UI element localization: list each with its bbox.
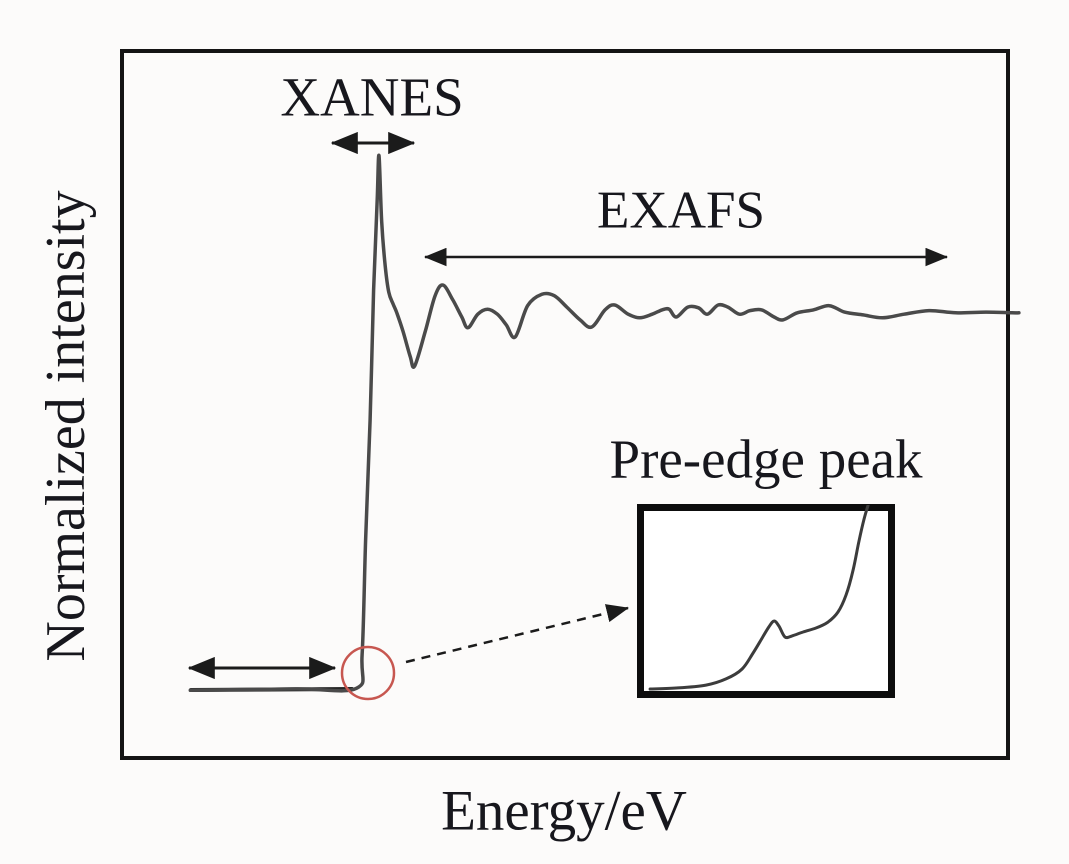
exafs-label: EXAFS <box>597 181 765 240</box>
y-axis-label: Normalized intensity <box>35 190 97 662</box>
pre-edge-highlight-circle <box>340 645 396 701</box>
plot-border <box>120 49 1010 760</box>
spectrum-curve <box>188 153 1021 693</box>
xanes-label: XANES <box>280 66 464 128</box>
x-axis-label: Energy/eV <box>441 779 687 843</box>
pre-edge-peak-label: Pre-edge peak <box>609 428 923 490</box>
inset-box <box>637 504 895 698</box>
inset-pointer-arrow <box>405 604 629 664</box>
inset-curve <box>648 505 870 691</box>
